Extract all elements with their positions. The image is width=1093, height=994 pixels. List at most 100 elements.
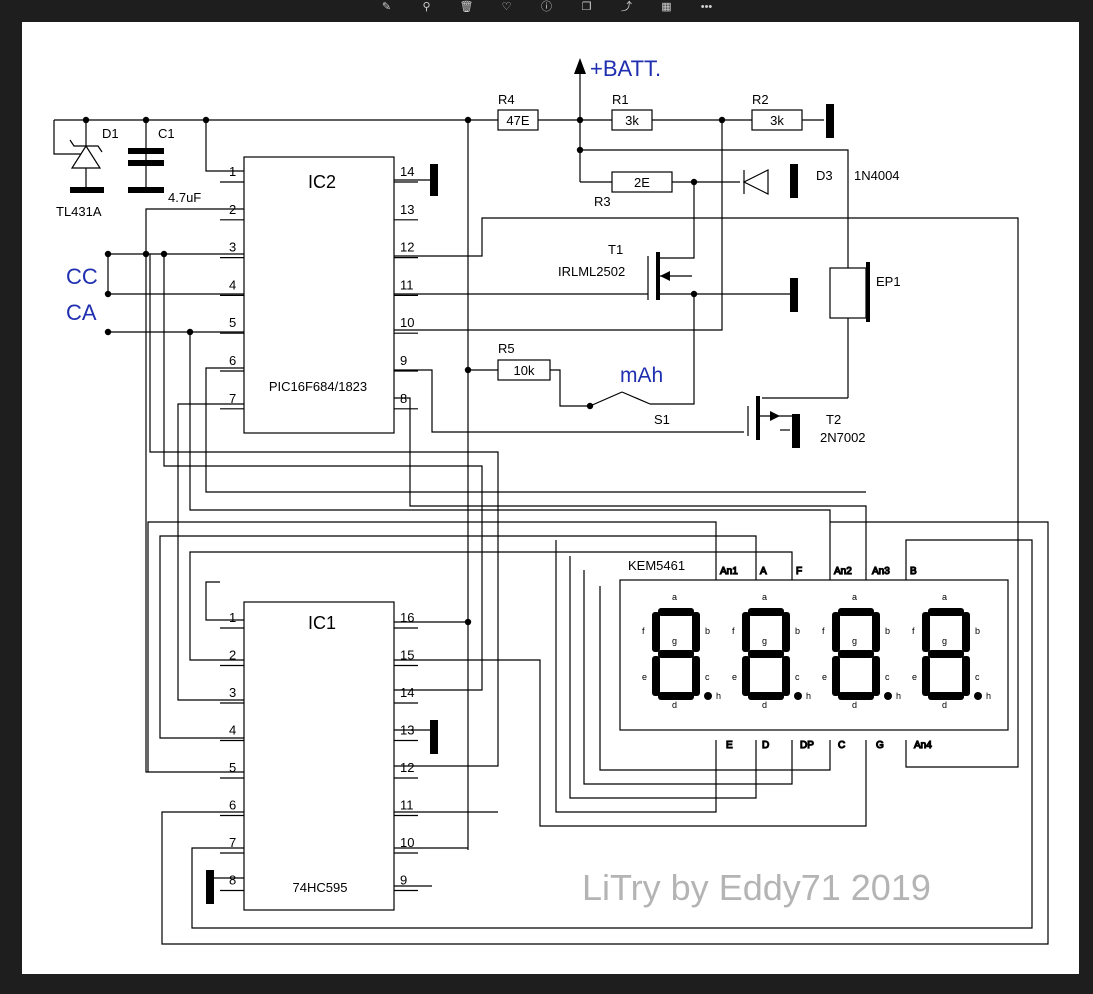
segment-label-f: f — [642, 626, 645, 636]
gallery-icon[interactable]: ▦ — [661, 0, 672, 13]
segment-label-e: e — [822, 672, 827, 682]
junction-dot — [82, 116, 90, 124]
display-top-pin-an2: An2 — [834, 566, 852, 577]
image-viewer-toolbar: ✎ ⚲ 🗑 ♡ ⓘ ❐ ⤴ ▦ ••• — [0, 0, 1093, 14]
segment-h — [974, 692, 982, 700]
segment-label-c: c — [795, 672, 800, 682]
display-bottom-pin-e: E — [726, 740, 733, 751]
ic1-pin-6: 6 — [229, 798, 236, 813]
display-top-pin-b: B — [910, 566, 917, 577]
d1-part: TL431A — [56, 204, 102, 219]
segment-c — [962, 656, 970, 696]
junction-dot — [104, 328, 112, 336]
segment-h — [794, 692, 802, 700]
junction-dot — [186, 328, 194, 336]
ic1-pin-9: 9 — [400, 873, 407, 888]
trash-icon[interactable]: 🗑 — [459, 0, 474, 13]
t1-part: IRLML2502 — [558, 264, 625, 279]
junction-dot — [142, 250, 150, 258]
heart-icon[interactable]: ♡ — [501, 0, 512, 13]
segment-label-f: f — [912, 626, 915, 636]
segment-label-b: b — [795, 626, 800, 636]
segment-g — [748, 650, 784, 658]
s1-ref: S1 — [654, 412, 670, 427]
segment-a — [928, 608, 964, 616]
ic1-pin-12: 12 — [400, 760, 414, 775]
segment-g — [928, 650, 964, 658]
segment-h — [884, 692, 892, 700]
display-top-pin-a: A — [760, 566, 767, 577]
junction-dot — [104, 290, 112, 298]
wires — [53, 70, 1049, 945]
r5-body — [497, 359, 551, 381]
ic1-pin-7: 7 — [229, 835, 236, 850]
c1-capacitor-symbol — [128, 148, 164, 166]
r3-body — [611, 171, 673, 193]
ic2-part: PIC16F684/1823 — [269, 379, 367, 394]
r2-ref: R2 — [752, 92, 769, 107]
segment-a — [838, 608, 874, 616]
c1-value: 4.7uF — [168, 190, 201, 205]
ic2-pin-5: 5 — [229, 315, 236, 330]
segment-a — [748, 608, 784, 616]
t2-part: 2N7002 — [820, 430, 866, 445]
ic2-pin-6: 6 — [229, 353, 236, 368]
segment-g — [838, 650, 874, 658]
segment-label-b: b — [885, 626, 890, 636]
segment-label-h: h — [716, 691, 721, 701]
pin-icon[interactable]: ⚲ — [422, 0, 431, 13]
junction-dot — [142, 116, 150, 124]
ic1-pin-5: 5 — [229, 760, 236, 775]
pencil-icon[interactable]: ✎ — [381, 0, 392, 13]
junction-dot — [464, 116, 472, 124]
ground-symbols — [70, 104, 834, 904]
segment-b — [872, 612, 880, 652]
segment-label-b: b — [975, 626, 980, 636]
r4-ref: R4 — [498, 92, 515, 107]
segment-g — [658, 650, 694, 658]
ca-label: CA — [66, 300, 97, 325]
d3-diode-symbol — [742, 169, 769, 195]
segment-label-d: d — [852, 700, 857, 710]
junction-dot — [576, 146, 584, 154]
segment-f — [922, 612, 930, 652]
ic2-pin-9: 9 — [400, 353, 407, 368]
display-top-pin-f: F — [796, 566, 802, 577]
r1-body — [611, 109, 653, 131]
segment-c — [692, 656, 700, 696]
info-icon[interactable]: ⓘ — [541, 0, 552, 13]
cc-label: CC — [66, 264, 98, 289]
ep1-buzzer-symbol — [829, 262, 870, 322]
ic2-pin-11: 11 — [400, 277, 414, 292]
ic1-pin-16: 16 — [400, 610, 414, 625]
junction-dot — [202, 116, 210, 124]
segment-label-d: d — [942, 700, 947, 710]
ic1-pin-1: 1 — [229, 610, 236, 625]
segment-label-d: d — [762, 700, 767, 710]
more-icon[interactable]: ••• — [700, 0, 713, 13]
segment-label-h: h — [806, 691, 811, 701]
segment-label-h: h — [986, 691, 991, 701]
r2-body — [751, 109, 803, 131]
display-top-pin-an3: An3 — [872, 566, 890, 577]
r2-value: 3k — [770, 113, 784, 128]
segment-b — [962, 612, 970, 652]
share-icon[interactable]: ⤴ — [621, 0, 632, 13]
r1-value: 3k — [625, 113, 639, 128]
segment-c — [782, 656, 790, 696]
r5-value: 10k — [514, 363, 535, 378]
d3-part: 1N4004 — [854, 168, 900, 183]
display-bottom-pin-g: G — [876, 740, 884, 751]
junction-dot — [160, 250, 168, 258]
ic1-body — [243, 601, 395, 911]
segment-label-b: b — [705, 626, 710, 636]
segment-d — [838, 692, 874, 700]
copy-icon[interactable]: ❐ — [581, 0, 592, 13]
segment-f — [742, 612, 750, 652]
ic1-pin-10: 10 — [400, 835, 414, 850]
segment-h — [704, 692, 712, 700]
